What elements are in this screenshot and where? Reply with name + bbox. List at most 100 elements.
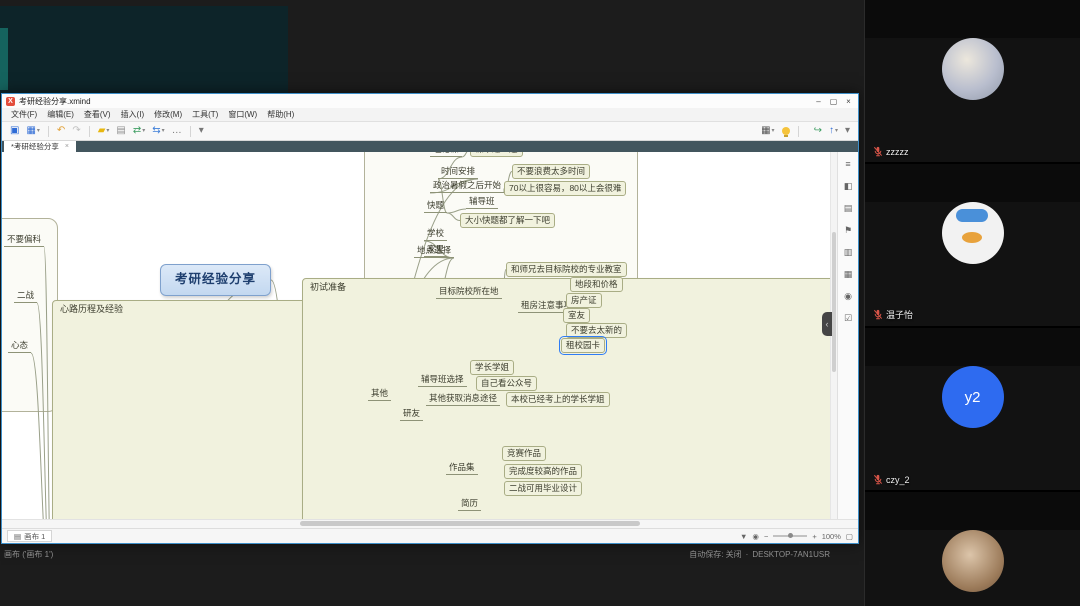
menu-item[interactable]: 工具(T): [192, 110, 219, 119]
audio-note-icon[interactable]: ◉: [844, 291, 852, 301]
task-icon[interactable]: ☑: [843, 313, 853, 323]
mindmap-node-n-jiali[interactable]: 家里: [424, 244, 448, 257]
zoom-slider-knob[interactable]: [788, 533, 794, 538]
mindmap-node-n-buxin[interactable]: 不要去太新的: [566, 323, 628, 338]
minimize-button[interactable]: –: [816, 96, 821, 106]
participant-name-row: zzzzz: [873, 146, 909, 157]
horizontal-scrollbar[interactable]: [2, 519, 858, 528]
participant-tile[interactable]: 温子怡: [865, 202, 1080, 328]
share-icon[interactable]: ↪: [813, 125, 822, 136]
mindmap-node-n-jianli[interactable]: 简历: [458, 498, 482, 511]
mindmap-node-n-erzhan[interactable]: 二战: [14, 290, 38, 303]
boundary-icon[interactable]: ⇆▾: [152, 125, 165, 136]
export-icon[interactable]: ↑▾: [828, 125, 838, 136]
clipboard-icon[interactable]: ▤: [116, 125, 126, 136]
maximize-button[interactable]: ▢: [829, 96, 838, 106]
mindmap-node-n-fangchan[interactable]: 房产证: [566, 293, 602, 308]
sticker-icon[interactable]: ▥: [843, 247, 853, 257]
menu-item[interactable]: 文件(F): [11, 110, 38, 119]
menu-item[interactable]: 编辑(E): [47, 110, 74, 119]
participant-name-row: czy_2: [873, 474, 910, 485]
participant-avatar: [941, 202, 1004, 264]
mindmap-node-n-fudaoban[interactable]: 辅导班: [466, 196, 498, 209]
home-icon[interactable]: ▣: [10, 125, 20, 136]
participant-tile[interactable]: 庞雅婧: [865, 530, 1080, 606]
zoom-slider[interactable]: [773, 533, 808, 538]
mindmap-node-n-zuxiao[interactable]: 租校园卡: [558, 336, 608, 355]
search-icon[interactable]: [805, 130, 809, 132]
vertical-scrollbar-thumb[interactable]: [832, 232, 836, 372]
xmind-logo-icon: X: [6, 96, 15, 106]
mindmap-node-n-70[interactable]: 70以上很容易，80以上会很难: [504, 181, 627, 196]
eye-icon[interactable]: ◉: [752, 531, 759, 541]
idea-bulb-icon[interactable]: [780, 126, 792, 137]
format-icon[interactable]: ◧: [843, 181, 853, 191]
outline-icon[interactable]: ≡: [845, 159, 851, 169]
mindmap-node-n-zufang[interactable]: 租房注意事项: [518, 300, 576, 313]
save-icon[interactable]: ▦▾: [26, 125, 40, 136]
participant-tile[interactable]: zzzzz: [865, 38, 1080, 164]
tab-close-icon[interactable]: ×: [64, 143, 70, 150]
mindmap-node-n-shiyou[interactable]: 室友: [563, 308, 591, 323]
toolbar-separator: [88, 125, 90, 137]
title-bar: X 考研经验分享.xmind – ▢ ×: [2, 94, 858, 108]
mindmap-node-n-shijian[interactable]: 时间安排: [438, 166, 479, 179]
mindmap-node-n-kuaiti[interactable]: 快题: [424, 200, 448, 213]
mindmap-node-n-mubiao[interactable]: 目标院校所在地: [436, 286, 502, 299]
notes-icon[interactable]: ▦: [843, 269, 853, 279]
mindmap-node-n-daxiao[interactable]: 大小快题都了解一下吧: [460, 213, 556, 228]
marker-pen-icon[interactable]: ▰▾: [97, 125, 110, 136]
more-tools-icon[interactable]: …: [171, 125, 182, 136]
menu-item[interactable]: 修改(M): [154, 110, 183, 119]
mindmap-node-n-gongzhonghao[interactable]: 自己看公众号: [476, 376, 538, 391]
panel-collapse-handle[interactable]: ‹: [822, 312, 832, 336]
xmind-window: X 考研经验分享.xmind – ▢ × 文件(F) 编辑(E) 查看(V) 插入(I…: [1, 93, 859, 544]
close-button[interactable]: ×: [846, 96, 851, 106]
mindmap-canvas[interactable]: 考研经验分享心路历程及经验不要偏科二战心态初试准备时间安排理论课课本过一遍政治暑…: [2, 152, 830, 519]
muted-mic-icon: [873, 474, 883, 485]
mindmap-node-n-xintai[interactable]: 心态: [8, 340, 32, 353]
sheet-tab[interactable]: ▤ 画布 1: [7, 530, 53, 542]
menu-item[interactable]: 窗口(W): [228, 110, 258, 119]
mindmap-node-n-jingsai[interactable]: 竞赛作品: [502, 446, 547, 461]
relationship-icon[interactable]: ⇄▾: [132, 125, 146, 136]
redo-icon[interactable]: ↷: [72, 125, 81, 136]
mindmap-node-n-langfei[interactable]: 不要浪费太多时间: [512, 164, 591, 179]
menu-item[interactable]: 帮助(H): [267, 110, 295, 119]
menu-item[interactable]: 插入(I): [120, 110, 145, 119]
horizontal-scrollbar-thumb[interactable]: [300, 521, 640, 526]
mindmap-node-n-huoqu[interactable]: 其他获取消息途径: [426, 393, 501, 406]
mindmap-node-n-yanyou[interactable]: 研友: [400, 408, 424, 421]
zoom-in-button[interactable]: +: [812, 531, 817, 541]
mindmap-node-n-erzhanby[interactable]: 二战可用毕业设计: [504, 481, 583, 496]
fit-window-icon[interactable]: ▢: [845, 531, 853, 541]
status-collapse-icon[interactable]: ▼: [739, 531, 748, 541]
right-tool-strip: ≡ ◧ ▤ ⚑ ▥ ▦ ◉ ☑: [837, 152, 858, 519]
toolbar-dropdown-icon[interactable]: ▾: [198, 125, 204, 136]
mindmap-node-n-bupianke[interactable]: 不要偏科: [4, 234, 45, 247]
mindmap-node-n-xuexiao[interactable]: 学校: [424, 228, 448, 241]
shared-screen-area: X 考研经验分享.xmind – ▢ × 文件(F) 编辑(E) 查看(V) 插入(I…: [0, 0, 864, 606]
zoom-out-button[interactable]: −: [763, 531, 769, 541]
mindmap-node-n-qita[interactable]: 其他: [368, 388, 392, 401]
mindmap-node-n-lilunke[interactable]: 理论课: [430, 152, 462, 157]
document-tab[interactable]: *考研经验分享 ×: [4, 141, 77, 152]
mindmap-node-n-keben[interactable]: 课本过一遍: [470, 152, 523, 157]
mindmap-node-n-fudaoxuanze[interactable]: 辅导班选择: [418, 374, 467, 387]
mindmap-node-n-xuezhang[interactable]: 学长学姐: [470, 360, 515, 375]
mindmap-node-n-benxiao[interactable]: 本校已经考上的学长学姐: [506, 392, 610, 407]
window-title: 考研经验分享.xmind: [19, 96, 91, 106]
image-icon[interactable]: ▤: [843, 203, 853, 213]
structure-icon[interactable]: ▦▾: [761, 125, 775, 136]
mindmap-node-n-wancheng[interactable]: 完成度较高的作品: [504, 464, 583, 479]
mindmap-node-n-zhengzhi[interactable]: 政治暑假之后开始: [430, 180, 505, 193]
marker-icon[interactable]: ⚑: [843, 225, 853, 235]
mindmap-node-n-central[interactable]: 考研经验分享: [160, 264, 272, 296]
overflow-caret-icon[interactable]: ▾: [844, 125, 850, 136]
mindmap-node-n-zhuanye[interactable]: 和师兄去目标院校的专业教室: [506, 262, 627, 277]
menu-item[interactable]: 查看(V): [83, 110, 111, 119]
mindmap-node-n-zuopinji[interactable]: 作品集: [446, 462, 478, 475]
mindmap-node-n-diduan[interactable]: 地段和价格: [570, 277, 623, 292]
undo-icon[interactable]: ↶: [56, 125, 66, 136]
